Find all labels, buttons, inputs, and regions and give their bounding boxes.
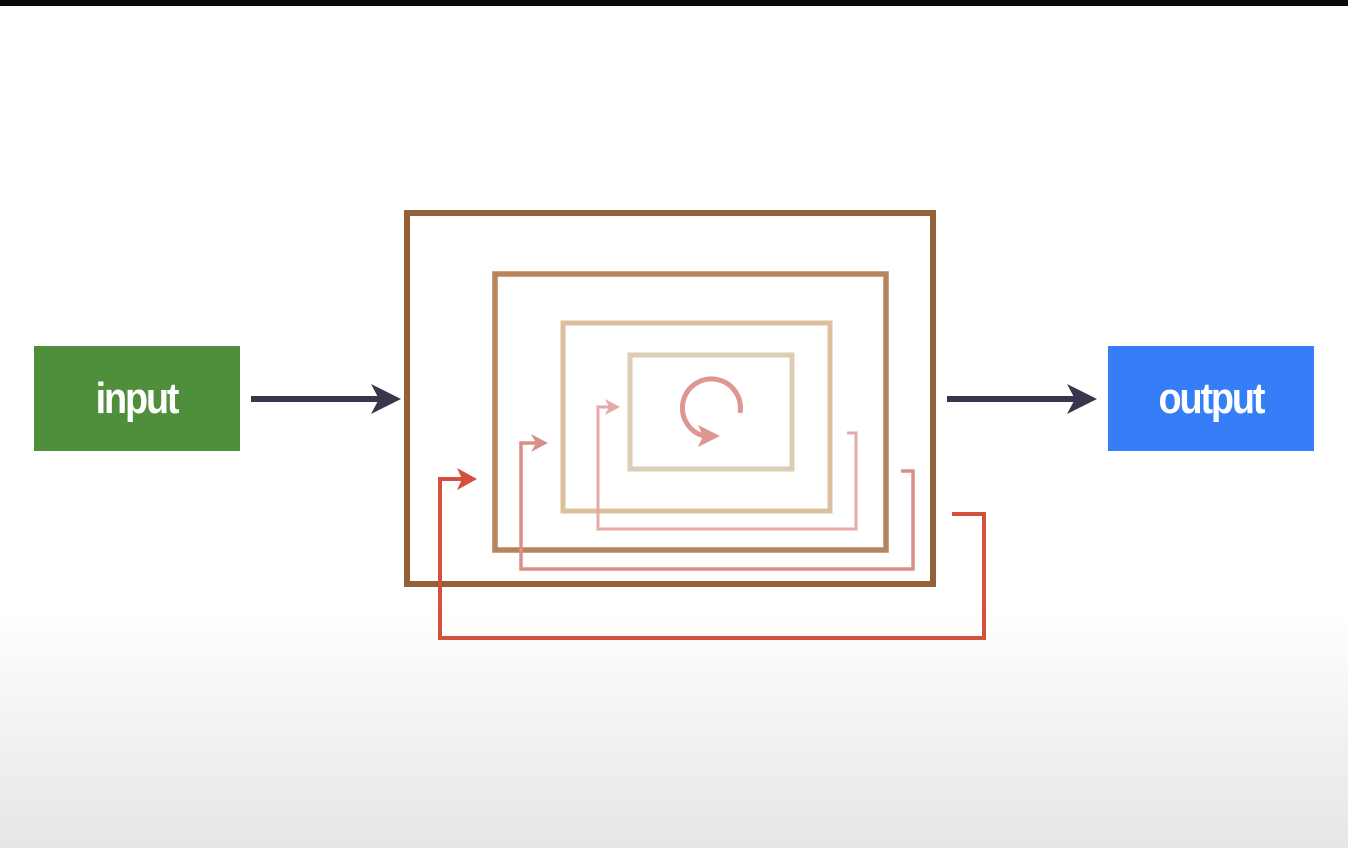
- box-level-4: [627, 352, 795, 472]
- top-bar: [0, 0, 1348, 6]
- input-node: input: [34, 346, 240, 451]
- box-level-1: [404, 210, 936, 587]
- box-level-3: [560, 320, 833, 514]
- feedback-loop-level-1: [438, 468, 986, 640]
- box-level-2: [492, 271, 889, 553]
- output-flow-arrow: [947, 384, 1097, 414]
- output-label: output: [1158, 373, 1266, 423]
- input-flow-arrow: [251, 384, 401, 414]
- feedback-loop-level-3: [596, 399, 858, 531]
- input-label: input: [96, 373, 180, 423]
- refresh-cycle-icon: [680, 376, 743, 447]
- feedback-loop-level-2: [519, 434, 915, 571]
- output-node: output: [1108, 346, 1314, 451]
